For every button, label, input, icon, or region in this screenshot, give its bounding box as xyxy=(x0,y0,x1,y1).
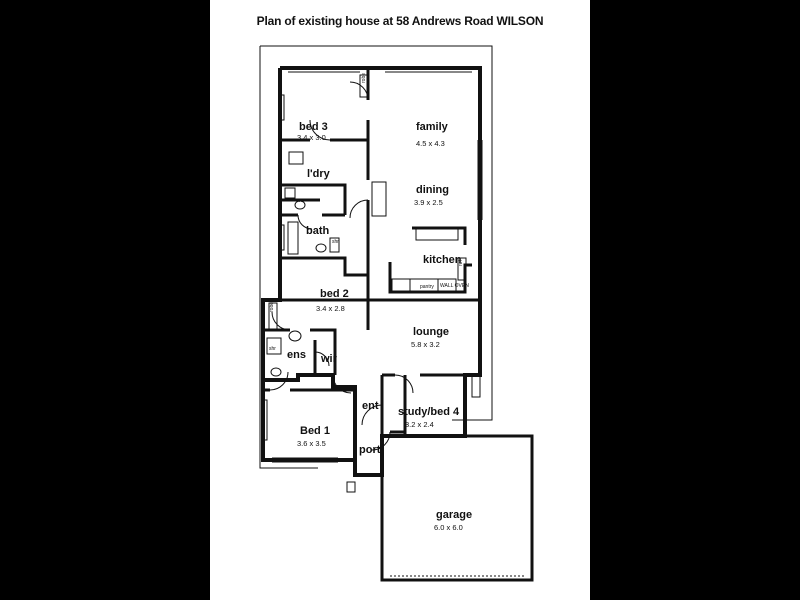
wall-oven-label: WALL OVEN xyxy=(440,283,469,289)
ref-label: ref xyxy=(458,260,464,266)
room-bed1-size: 3.6 x 3.5 xyxy=(297,439,326,448)
room-bed3-size: 3.4 x 3.0 xyxy=(297,133,326,142)
floor-plan: robe ref pantry WALL OVEN robe shr shr b… xyxy=(259,45,534,582)
room-wc-name: wc xyxy=(297,198,304,204)
shr-label-ens: shr xyxy=(269,346,276,352)
room-bath-name: bath xyxy=(306,225,330,237)
robe-label-bed1: robe xyxy=(269,302,275,312)
boundary-line xyxy=(259,45,493,469)
shr-label-bath: shr xyxy=(332,239,339,245)
pantry-label: pantry xyxy=(420,284,434,290)
room-study-size: 3.2 x 2.4 xyxy=(405,420,434,429)
room-family-size: 4.5 x 4.3 xyxy=(416,139,445,148)
room-bed2-name: bed 2 xyxy=(320,288,349,300)
room-garage-name: garage xyxy=(436,509,472,521)
fixtures xyxy=(266,74,481,493)
windows xyxy=(263,67,483,463)
door-swings xyxy=(269,81,414,451)
plan-sheet: Plan of existing house at 58 Andrews Roa… xyxy=(210,0,590,600)
room-lounge-size: 5.8 x 3.2 xyxy=(411,340,440,349)
garage-wall xyxy=(380,434,534,582)
room-study-name: study/bed 4 xyxy=(398,406,460,418)
plan-title: Plan of existing house at 58 Andrews Roa… xyxy=(256,14,544,28)
robe-label-bed3: robe xyxy=(361,73,367,83)
room-wir-name: wir xyxy=(320,353,338,365)
room-ent-name: ent xyxy=(362,400,379,412)
room-dining-name: dining xyxy=(416,184,449,196)
room-lounge-name: lounge xyxy=(413,326,449,338)
room-bed1-name: Bed 1 xyxy=(300,425,330,437)
room-family-name: family xyxy=(416,121,449,133)
room-kitchen-name: kitchen xyxy=(423,254,462,266)
room-bed2-size: 3.4 x 2.8 xyxy=(316,304,345,313)
room-dining-size: 3.9 x 2.5 xyxy=(414,198,443,207)
room-ens-name: ens xyxy=(287,349,306,361)
room-bed3-name: bed 3 xyxy=(299,121,328,133)
room-garage-size: 6.0 x 6.0 xyxy=(434,523,463,532)
room-ldry-name: l'dry xyxy=(307,168,331,180)
room-port-name: port xyxy=(359,444,381,456)
